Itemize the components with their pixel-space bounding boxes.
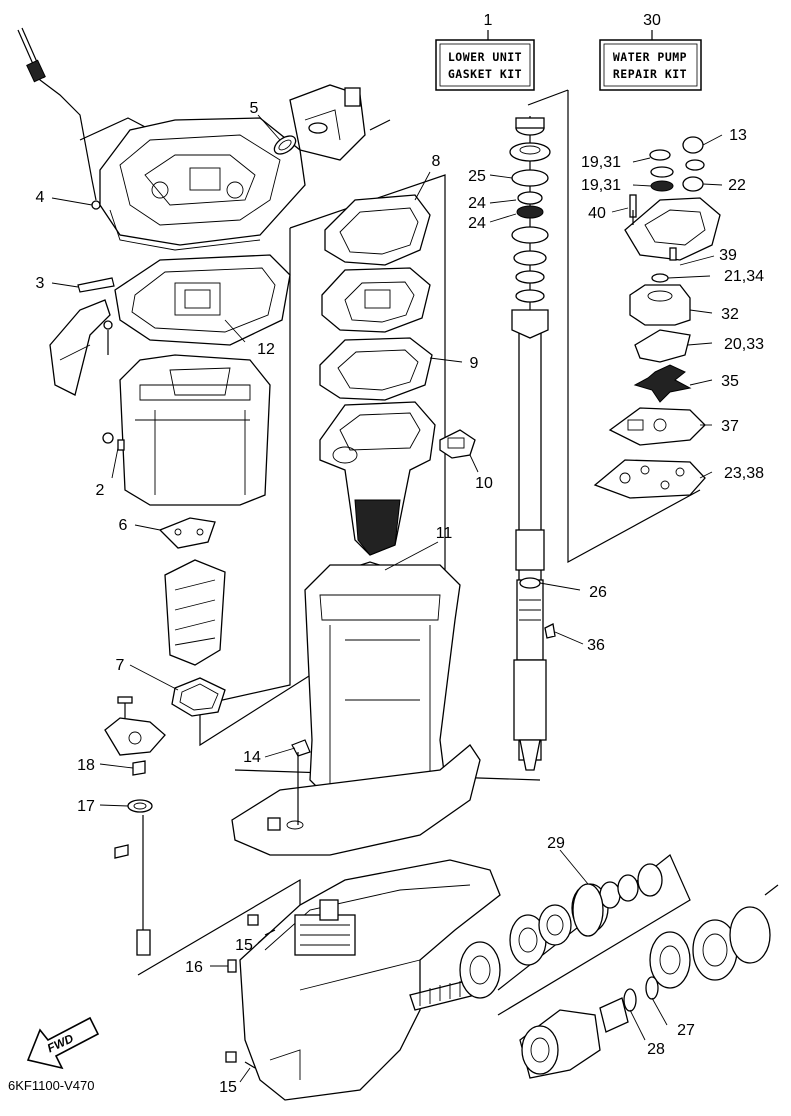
callout-9: 9 xyxy=(470,355,479,372)
exhaust-pipe xyxy=(164,559,226,666)
callout-27: 27 xyxy=(677,1022,695,1039)
dipstick-tube xyxy=(17,27,101,210)
callout-21-34: 21,34 xyxy=(724,268,764,285)
callout-19-31-a: 19,31 xyxy=(581,154,621,171)
water-pump xyxy=(593,136,721,499)
callout-18: 18 xyxy=(77,757,95,774)
drive-shaft-housing xyxy=(231,564,481,856)
callout-40: 40 xyxy=(588,205,606,222)
part-9-gasket xyxy=(319,337,433,401)
part-29-oring xyxy=(572,883,604,937)
kit-lower-unit-gasket: 1 LOWER UNIT GASKET KIT xyxy=(435,12,535,91)
callout-3: 3 xyxy=(36,275,45,292)
kit-number: 30 xyxy=(643,12,661,29)
callout-22: 22 xyxy=(728,177,746,194)
callout-25: 25 xyxy=(468,168,486,185)
part-14-clip xyxy=(291,739,311,825)
callout-5: 5 xyxy=(250,100,259,117)
callout-24-b: 24 xyxy=(468,215,486,232)
part-36-key xyxy=(544,623,556,639)
shift-rod-assembly xyxy=(104,696,166,956)
fwd-arrow-icon: FWD xyxy=(26,1016,100,1070)
callout-4: 4 xyxy=(36,189,45,206)
gear-case xyxy=(239,859,501,1101)
callout-35: 35 xyxy=(721,373,739,390)
callout-16: 16 xyxy=(185,959,203,976)
kit-line1: LOWER UNIT xyxy=(448,50,522,64)
callout-17: 17 xyxy=(77,798,95,815)
kit-number: 1 xyxy=(484,12,493,29)
callout-20-33: 20,33 xyxy=(724,336,764,353)
part-7-seal xyxy=(171,677,226,717)
callout-2: 2 xyxy=(96,482,105,499)
callout-32: 32 xyxy=(721,306,739,323)
callout-15-a: 15 xyxy=(235,937,253,954)
oil-pan xyxy=(319,401,436,556)
callout-24-a: 24 xyxy=(468,195,486,212)
kit-line2: REPAIR KIT xyxy=(613,67,687,81)
callout-15-b: 15 xyxy=(219,1079,237,1096)
part-3-clip-bracket xyxy=(49,277,115,396)
callout-37: 37 xyxy=(721,418,739,435)
drive-shaft-bearings xyxy=(509,117,551,589)
callout-6: 6 xyxy=(119,517,128,534)
part-12-gasket xyxy=(114,254,291,346)
upper-casing xyxy=(99,117,306,251)
callout-7: 7 xyxy=(116,657,125,674)
kit-water-pump-repair: 30 WATER PUMP REPAIR KIT xyxy=(599,12,702,91)
drive-shaft xyxy=(513,329,547,771)
kit-line1: WATER PUMP xyxy=(613,50,687,64)
kit-line2: GASKET KIT xyxy=(448,67,522,81)
callout-36: 36 xyxy=(587,637,605,654)
callout-11: 11 xyxy=(436,525,453,542)
screws-15-16 xyxy=(225,914,276,1069)
callout-23-38: 23,38 xyxy=(724,465,764,482)
callout-19-31-b: 19,31 xyxy=(581,177,621,194)
callout-10: 10 xyxy=(475,475,493,492)
part-8-gasket xyxy=(324,194,431,266)
drawing-code: 6KF1100-V470 xyxy=(8,1078,95,1093)
callout-29: 29 xyxy=(547,835,565,852)
part-5-seal xyxy=(273,84,391,161)
part-6-gasket xyxy=(158,517,216,549)
callout-26: 26 xyxy=(589,584,607,601)
propeller-shaft-components xyxy=(459,863,779,1079)
mid-plate xyxy=(321,267,431,333)
callout-14: 14 xyxy=(243,749,261,766)
callout-12: 12 xyxy=(257,341,275,358)
leader-lines xyxy=(51,114,723,1083)
exhaust-housing xyxy=(102,354,271,506)
callout-8: 8 xyxy=(432,153,441,170)
callout-39: 39 xyxy=(719,247,737,264)
callout-13: 13 xyxy=(729,127,747,144)
callout-28: 28 xyxy=(647,1041,665,1058)
callout-labels: 2 3 4 5 6 7 8 9 10 11 12 13 14 15 15 16 … xyxy=(36,100,765,1096)
